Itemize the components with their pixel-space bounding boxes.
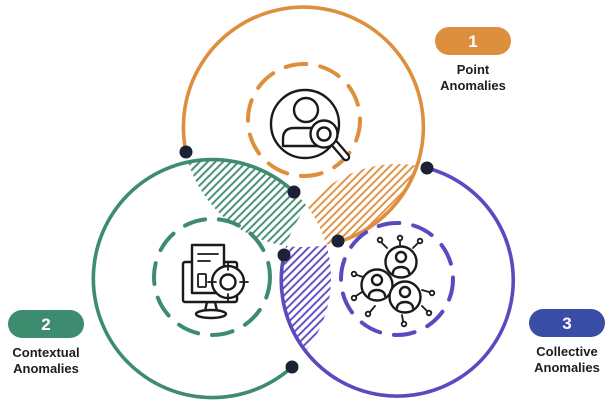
legend-contextual-anomalies: 2 Contextual Anomalies	[6, 310, 86, 377]
badge-1: 1	[435, 27, 511, 55]
collective-anomalies-circle	[279, 166, 516, 398]
badge-2-number: 2	[41, 314, 51, 334]
people-network-icon	[350, 234, 436, 328]
legend-collective-anomalies: 3 Collective Anomalies	[527, 309, 607, 376]
point-anomalies-dashed-circle	[246, 62, 362, 178]
contextual-anomalies-circle	[91, 157, 296, 400]
overlap-point-contextual-hatch	[183, 159, 331, 247]
collective-anomalies-label: Collective Anomalies	[534, 344, 600, 375]
contextual-anomalies-label: Contextual Anomalies	[12, 345, 80, 376]
point-anomalies-circle	[181, 5, 426, 244]
arc-endpoint-dots	[179, 145, 434, 374]
badge-3-number: 3	[562, 313, 572, 333]
badge-2: 2	[8, 310, 84, 338]
point-anomalies-label: Point Anomalies	[440, 62, 506, 93]
monitor-target-icon	[181, 243, 249, 320]
badge-3: 3	[529, 309, 605, 337]
collective-anomalies-dashed-circle	[339, 221, 455, 337]
contextual-anomalies-dashed-circle	[152, 217, 272, 337]
person-search-icon	[269, 88, 351, 162]
legend-point-anomalies: 1 Point Anomalies	[433, 27, 513, 94]
badge-1-number: 1	[468, 31, 478, 51]
overlap-point-collective-hatch	[281, 164, 423, 247]
